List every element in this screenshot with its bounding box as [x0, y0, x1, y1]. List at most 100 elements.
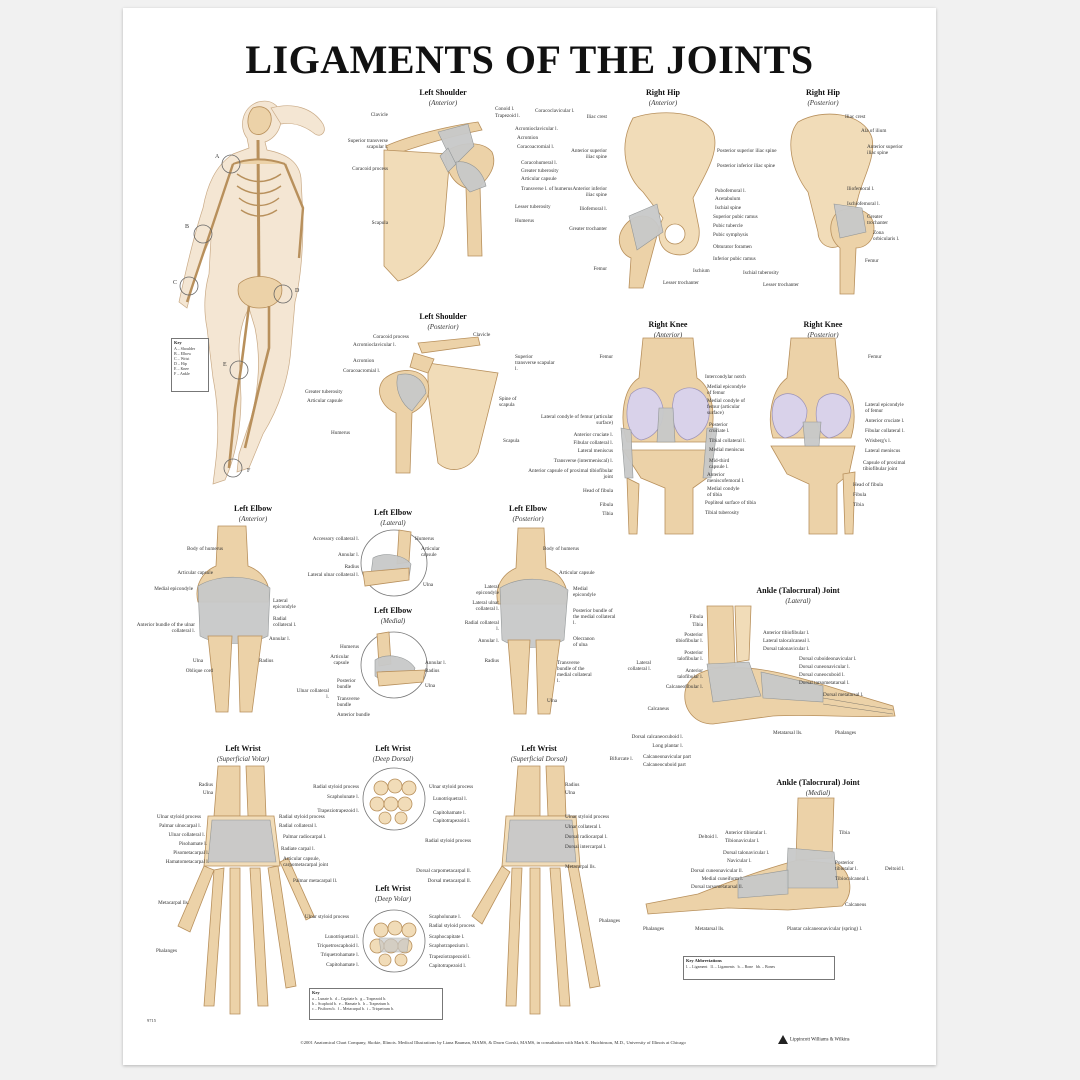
- label: Acromion: [353, 358, 375, 364]
- label: Lunotriquetral l.: [325, 934, 359, 940]
- label: Iliac crest: [845, 114, 866, 120]
- poster-title: LIGAMENTS OF THE JOINTS: [245, 37, 814, 82]
- label: Iliofemoral l.: [579, 206, 607, 212]
- label: Posterior bundle of the medial collatera…: [573, 608, 616, 626]
- label: Calcaneocuboid part: [643, 762, 686, 768]
- elbow-anterior-illustration: [196, 525, 271, 713]
- label: Ulnar styloid process: [565, 814, 610, 820]
- key-item: i – Triquetrum b.: [366, 1006, 395, 1011]
- label: Articular capsule: [521, 176, 557, 182]
- label: Anterior meniscofemoral l.: [707, 472, 745, 484]
- key-item: F – Ankle: [174, 371, 190, 376]
- label: Posterior tibiotalar l.: [835, 860, 858, 872]
- label: Annular l.: [269, 636, 291, 642]
- label: Medial condyle of tibia: [707, 486, 740, 498]
- shoulder-posterior-illustration: [379, 336, 499, 474]
- label: Trapezoid l.: [495, 113, 520, 119]
- label: Acromion: [517, 135, 539, 141]
- panel-title-elbow-posterior: Left Elbow (Posterior): [509, 504, 547, 523]
- label: Dorsal cuboideonavicular l.: [799, 656, 857, 662]
- body-letter-c: C: [173, 280, 177, 286]
- label: Coracoacromial l.: [517, 144, 555, 150]
- label: Greater tuberosity: [305, 389, 343, 395]
- label: Popliteal surface of tibia: [705, 500, 756, 506]
- label: Radius: [565, 782, 580, 788]
- panel-title-knee-anterior: Right Knee (Anterior): [648, 320, 688, 339]
- label: Navicular l.: [727, 858, 752, 864]
- label: Radial styloid process: [429, 923, 475, 929]
- label: Calcaneofibular l.: [665, 684, 703, 690]
- label: Dorsal talonavicular l.: [763, 646, 810, 652]
- label: Lesser trochanter: [763, 282, 799, 288]
- label: Phalanges: [835, 730, 857, 736]
- label: Palmar ulnocarpal l.: [159, 823, 201, 829]
- label: Superior transverse scapular l.: [515, 354, 555, 372]
- ankle-lateral-illustration: [684, 605, 896, 725]
- label: Ulnar collateral l.: [168, 832, 205, 838]
- anatomy-poster: LIGAMENTS OF THE JOINTS A B C D E F Key …: [123, 8, 936, 1065]
- panel-title-shoulder-posterior: Left Shoulder (Posterior): [419, 312, 467, 331]
- label: Coracoacromial l.: [343, 368, 381, 374]
- label: Posterior talofibular l.: [677, 650, 703, 662]
- label: Ulnar collateral l.: [565, 824, 602, 830]
- label: Radial styloid process: [313, 784, 359, 790]
- panel-title-elbow-anterior: Left Elbow (Anterior): [234, 504, 272, 523]
- label: Capitohamate l.: [326, 962, 359, 968]
- label: Anterior capsule of proximal tibiofibula…: [528, 468, 613, 480]
- panel-title-shoulder-anterior: Left Shoulder (Anterior): [419, 88, 467, 107]
- label: Radius: [344, 564, 359, 570]
- label: Superior pubic ramus: [713, 214, 758, 220]
- label: Phalanges: [155, 948, 177, 954]
- label: Anterior tibiofibular l.: [763, 630, 810, 636]
- label: Ulna: [547, 698, 558, 704]
- body-key-box: Key A – Shoulder B – Elbow C – Wrist D –…: [171, 338, 209, 392]
- label: Dorsal cuneonavicular l.: [799, 664, 850, 670]
- label: Ala of ilium: [861, 128, 887, 134]
- label: Oblique cord: [185, 668, 213, 674]
- label: Fibular collateral l.: [573, 440, 613, 446]
- key-item: b. – Bone: [737, 964, 754, 969]
- label: Dorsal intercarpal l.: [565, 844, 607, 850]
- key-item: h – Trapezium b.: [363, 1001, 391, 1006]
- label: Ulna: [425, 683, 436, 689]
- panel-title-hip-anterior: Right Hip (Anterior): [645, 88, 680, 107]
- label: Calcaneus: [845, 902, 867, 908]
- key-item: ll. – Ligaments: [710, 964, 735, 969]
- label: Clavicle: [473, 332, 491, 338]
- label: Capsule of proximal tibiofibular joint: [863, 460, 906, 472]
- label: Medial condyle of femur (articular surfa…: [707, 398, 746, 416]
- panel-title-ankle-medial: Ankle (Talocrural) Joint (Medial): [776, 778, 860, 797]
- label: Phalanges: [599, 918, 621, 924]
- label: Lateral epicondyle: [273, 598, 296, 610]
- wrist-deep-dorsal-illustration: [362, 767, 426, 831]
- label: Radiate carpal l.: [281, 846, 315, 852]
- label: Zona orbicularis l.: [873, 230, 900, 242]
- label: Ulnar collateral l.: [296, 688, 329, 700]
- label: Femur: [868, 354, 882, 360]
- label: Acetabulum: [715, 196, 741, 202]
- label: Body of humerus: [186, 546, 223, 552]
- label: Dorsal carpometacarpal ll.: [416, 868, 471, 874]
- label: Ulna: [192, 658, 203, 664]
- label: Lateral epicondyle: [476, 584, 499, 596]
- label: Calcaneonavicular part: [643, 754, 691, 760]
- carpal-key-box: Key a – Lunate b. d – Capitate b. g – Tr…: [309, 988, 443, 1020]
- label: Medial epicondyle of femur: [707, 384, 746, 396]
- knee-anterior-illustration: [620, 337, 718, 535]
- panel-title-wrist-deep-volar: Left Wrist (Deep Volar): [374, 884, 412, 903]
- panel-title-wrist-superficial-volar: Left Wrist (Superficial Volar): [216, 744, 270, 763]
- key-item: g – Trapezoid b.: [360, 996, 387, 1001]
- panel-title-elbow-medial: Left Elbow (Medial): [374, 606, 412, 625]
- label: Medial epicondyle: [154, 586, 193, 592]
- label: Anterior superior iliac spine: [867, 144, 903, 156]
- label: Dorsal cuneonavicular ll.: [690, 868, 743, 874]
- key-item: A – Shoulder: [174, 346, 196, 351]
- label: Radial styloid process: [425, 838, 471, 844]
- label: Scapholunate l.: [429, 914, 461, 920]
- body-letter-b: B: [185, 224, 189, 230]
- label: Annular l.: [337, 552, 359, 558]
- panel-title-wrist-deep-dorsal: Left Wrist (Deep Dorsal): [372, 744, 414, 763]
- copyright-footer: ©2001 Anatomical Chart Company, Skokie, …: [300, 1040, 686, 1045]
- label: Ulnar styloid process: [429, 784, 474, 790]
- label: Metacarpal lls.: [158, 900, 189, 906]
